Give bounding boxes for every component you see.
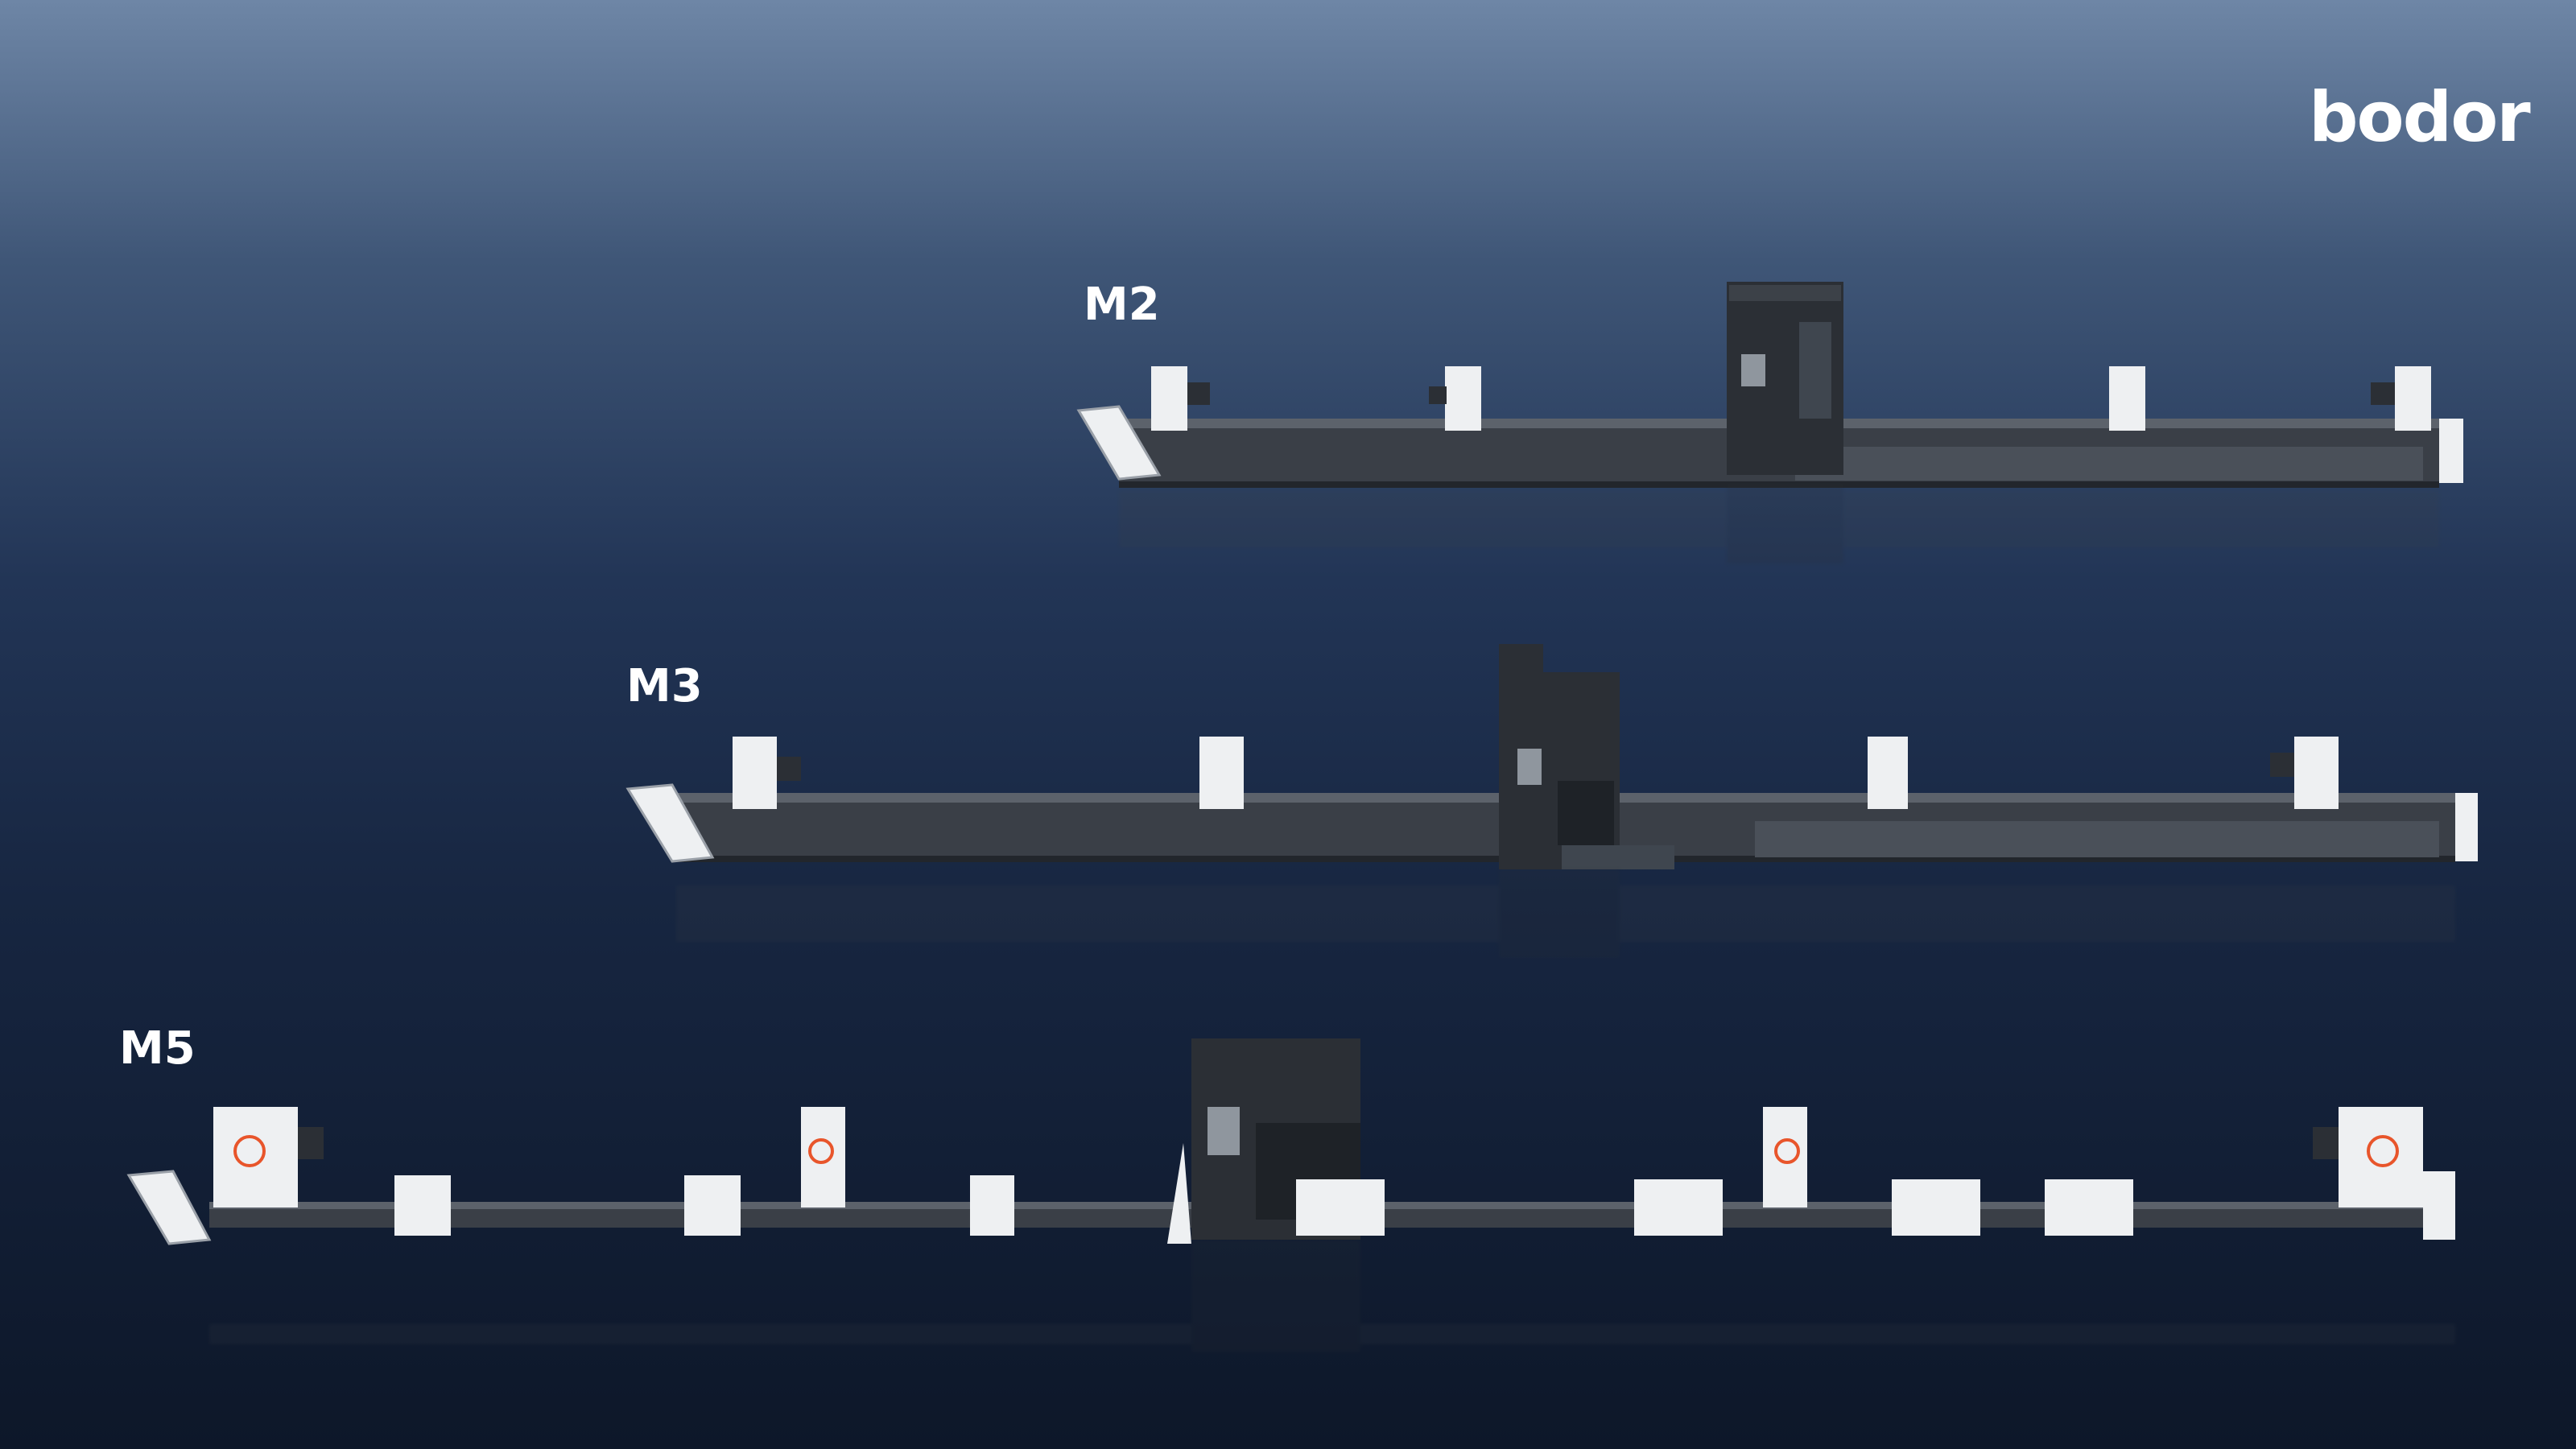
machine-m2-chuck-3 bbox=[2109, 366, 2145, 431]
machine-m2 bbox=[1076, 282, 2463, 488]
machine-m5-chuck-3 bbox=[1763, 1107, 1807, 1208]
machine-m5-chuck-4 bbox=[2313, 1107, 2423, 1208]
machine-m5-support-5 bbox=[1634, 1179, 1723, 1236]
machine-m3-chuck-1 bbox=[733, 737, 801, 809]
machine-m2-chuck-4 bbox=[2371, 366, 2431, 431]
machine-m5-support-4 bbox=[1296, 1179, 1385, 1236]
machine-m5 bbox=[126, 1038, 2455, 1245]
machine-m3-chuck-3 bbox=[1868, 737, 1908, 809]
orange-chuck-emblem-icon bbox=[233, 1135, 266, 1167]
machine-m3 bbox=[625, 644, 2478, 869]
orange-chuck-emblem-icon bbox=[1774, 1138, 1800, 1164]
machine-m2-end-cap bbox=[2439, 419, 2463, 483]
machine-m5-chuck-2 bbox=[801, 1107, 845, 1208]
machine-m3-end-cap bbox=[2455, 793, 2478, 861]
machine-m2-chuck-2 bbox=[1429, 366, 1481, 431]
machine-m5-support-2 bbox=[684, 1175, 741, 1236]
orange-chuck-emblem-icon bbox=[808, 1138, 834, 1164]
machine-m5-loader bbox=[126, 1170, 212, 1245]
brand-logo: bodor bbox=[2309, 77, 2531, 158]
machine-m3-loader bbox=[625, 783, 715, 863]
machine-m2-reflection bbox=[1119, 483, 2439, 564]
machine-m5-support-7 bbox=[2045, 1179, 2133, 1236]
machine-m3-cabin bbox=[1499, 644, 1674, 869]
machine-m5-end-cap bbox=[2423, 1171, 2455, 1240]
machine-m3-reflection bbox=[676, 869, 2455, 958]
machine-m2-cabin bbox=[1727, 282, 1843, 475]
model-label-m2: M2 bbox=[1084, 279, 1160, 331]
machine-m5-support-1 bbox=[394, 1175, 451, 1236]
machine-m3-chuck-2 bbox=[1199, 737, 1244, 809]
model-label-m5: M5 bbox=[119, 1022, 196, 1075]
orange-chuck-emblem-icon bbox=[2367, 1135, 2399, 1167]
machine-m3-chuck-4 bbox=[2270, 737, 2339, 809]
machine-m2-loader bbox=[1076, 405, 1162, 481]
machine-m2-chuck-1 bbox=[1151, 366, 1210, 431]
machine-m5-chuck-1 bbox=[213, 1107, 324, 1208]
machine-m5-support-3 bbox=[970, 1175, 1014, 1236]
machine-m5-reflection bbox=[209, 1240, 2455, 1352]
machine-m5-support-6 bbox=[1892, 1179, 1980, 1236]
model-label-m3: M3 bbox=[626, 660, 703, 712]
